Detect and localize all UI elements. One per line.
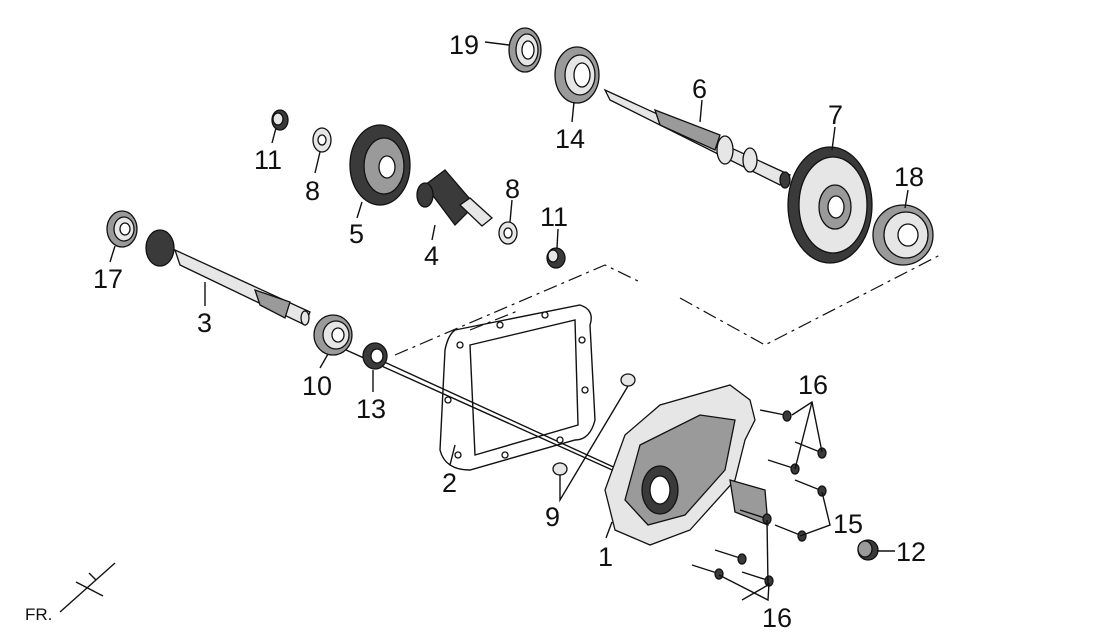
part-14-bearing bbox=[554, 46, 600, 104]
part-label-2: 2 bbox=[442, 468, 457, 498]
part-label-6: 6 bbox=[692, 74, 707, 104]
part-label-7: 7 bbox=[828, 100, 843, 130]
front-direction-mark: FR. bbox=[25, 562, 116, 624]
part-label-13: 13 bbox=[356, 394, 386, 424]
part-label-8-upper: 8 bbox=[305, 176, 320, 206]
part-2-gasket bbox=[439, 304, 596, 471]
part-label-12: 12 bbox=[896, 537, 926, 567]
part-1-cover bbox=[604, 384, 769, 546]
part-11-bushing-upper bbox=[271, 109, 289, 131]
part-label-17: 17 bbox=[93, 264, 123, 294]
part-label-11-lower: 11 bbox=[540, 202, 568, 232]
part-6-shaft bbox=[603, 88, 792, 189]
part-label-18: 18 bbox=[894, 162, 924, 192]
part-13-seal bbox=[362, 342, 388, 370]
part-5-gear bbox=[349, 124, 411, 206]
part-labels: 19 14 6 7 18 11 8 5 4 8 11 17 3 10 13 2 … bbox=[93, 30, 926, 633]
part-label-15: 15 bbox=[833, 509, 863, 539]
part-label-10: 10 bbox=[302, 371, 332, 401]
part-4-shaft-gear bbox=[416, 169, 494, 227]
part-label-16-upper: 16 bbox=[798, 370, 828, 400]
part-label-3: 3 bbox=[197, 308, 212, 338]
part-label-9: 9 bbox=[545, 502, 560, 532]
part-label-5: 5 bbox=[349, 219, 364, 249]
assembly-lines bbox=[334, 254, 941, 479]
part-label-14: 14 bbox=[555, 124, 585, 154]
part-3-shaft bbox=[145, 229, 311, 326]
leader-lines bbox=[109, 41, 909, 602]
part-10-bearing bbox=[313, 314, 353, 356]
part-7-gear bbox=[787, 146, 873, 264]
part-18-bearing bbox=[872, 204, 934, 266]
part-label-1: 1 bbox=[598, 542, 613, 572]
part-19-bearing bbox=[508, 27, 542, 73]
part-label-16-lower: 16 bbox=[762, 603, 792, 633]
part-8-washer-upper bbox=[312, 127, 332, 153]
part-17-bearing bbox=[106, 210, 138, 248]
part-label-8-lower: 8 bbox=[505, 174, 520, 204]
fr-label: FR. bbox=[25, 605, 52, 624]
part-label-19: 19 bbox=[449, 30, 479, 60]
part-12-cap bbox=[857, 539, 879, 561]
part-label-11-upper: 11 bbox=[254, 145, 282, 175]
part-8-washer-lower bbox=[498, 221, 518, 245]
part-11-bushing-lower bbox=[546, 247, 566, 269]
part-label-4: 4 bbox=[424, 241, 439, 271]
